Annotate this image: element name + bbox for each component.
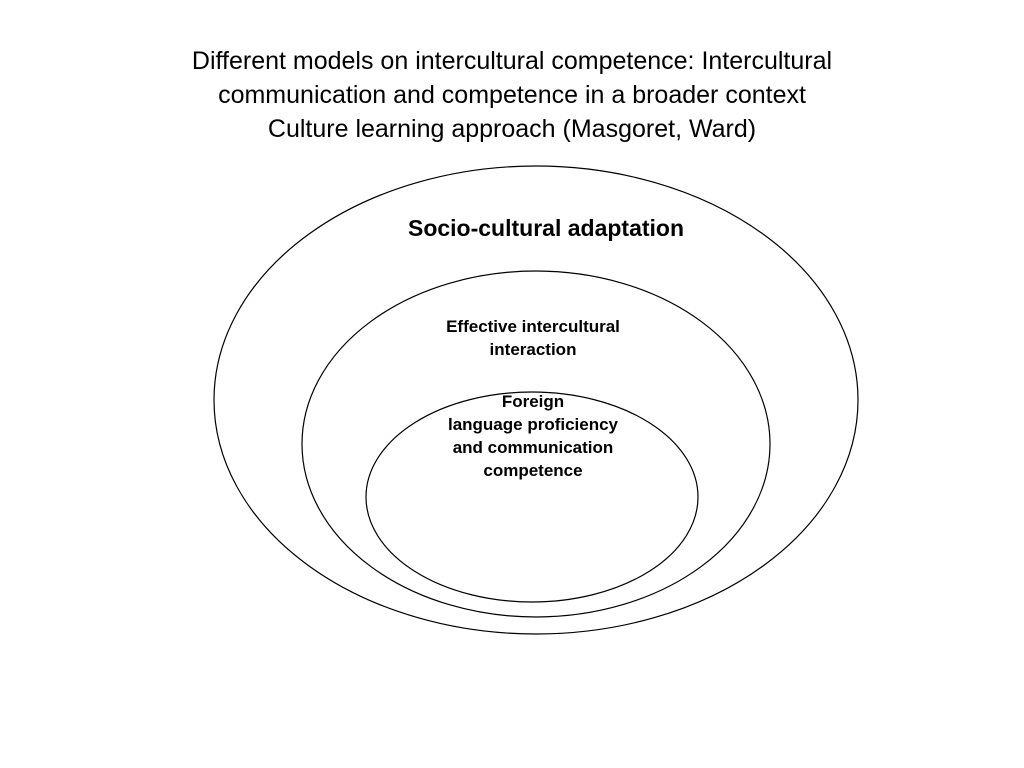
inner-ring-label: Foreign language proficiency and communi… — [402, 390, 664, 482]
inner-ring-label-line-2: language proficiency — [447, 415, 619, 434]
inner-ring-label-line-4: competence — [483, 461, 583, 480]
middle-ring-label-line-2: interaction — [489, 340, 577, 359]
middle-ring-label-line-1: Effective intercultural — [446, 317, 620, 336]
middle-ring-label: Effective intercultural interaction — [383, 315, 683, 361]
outer-ring-label: Socio-cultural adaptation — [407, 215, 685, 241]
middle-ellipse-effective-intercultural-interaction — [301, 270, 771, 618]
inner-ring-label-line-1: Foreign — [501, 392, 565, 411]
title-line-2: communication and competence in a broade… — [218, 81, 806, 109]
title-line-3: Culture learning approach (Masgoret, War… — [267, 115, 757, 143]
slide-title: Different models on intercultural compet… — [62, 44, 962, 146]
outer-ellipse-socio-cultural-adaptation — [213, 165, 859, 635]
title-line-1: Different models on intercultural compet… — [191, 47, 833, 75]
inner-ring-label-line-3: and communication — [452, 438, 614, 457]
inner-ellipse-foreign-language-proficiency — [365, 391, 699, 603]
